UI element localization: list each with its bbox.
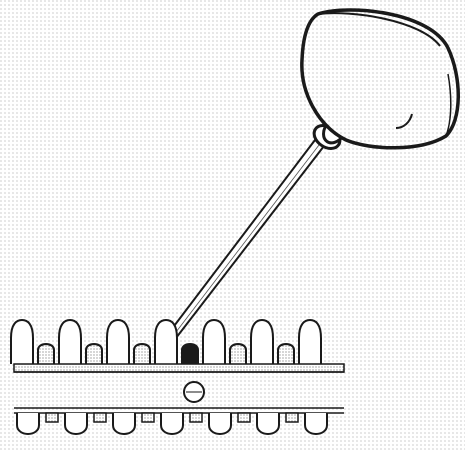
upper-bump: [250, 318, 274, 364]
lower-gap-block: [93, 412, 107, 423]
lower-bump: [112, 413, 136, 435]
lower-gap-block: [45, 412, 59, 423]
upper-gap-arch: [181, 343, 199, 364]
upper-gap-arch: [37, 343, 55, 364]
upper-gap-arch: [133, 343, 151, 364]
lower-bump: [304, 413, 328, 435]
upper-bump: [202, 318, 226, 364]
lower-bump: [256, 413, 280, 435]
upper-bump: [154, 318, 178, 364]
upper-bump-row: [10, 318, 322, 364]
lower-bump: [16, 413, 40, 435]
center-ball: [183, 381, 205, 403]
lower-gap-block: [285, 412, 299, 423]
lower-bump: [208, 413, 232, 435]
upper-bump: [106, 318, 130, 364]
lower-gap-block: [189, 412, 203, 423]
upper-gap-arch: [277, 343, 295, 364]
lower-bump: [160, 413, 184, 435]
upper-bump: [298, 318, 322, 364]
lower-gap-block: [141, 412, 155, 423]
lower-bump: [64, 413, 88, 435]
upper-gap-arch: [229, 343, 247, 364]
lower-bump-row: [16, 412, 328, 435]
plunger-cup: [300, 8, 460, 150]
upper-bump: [58, 318, 82, 364]
upper-bump: [10, 318, 34, 364]
upper-gap-arch: [85, 343, 103, 364]
lower-gap-block: [237, 412, 251, 423]
